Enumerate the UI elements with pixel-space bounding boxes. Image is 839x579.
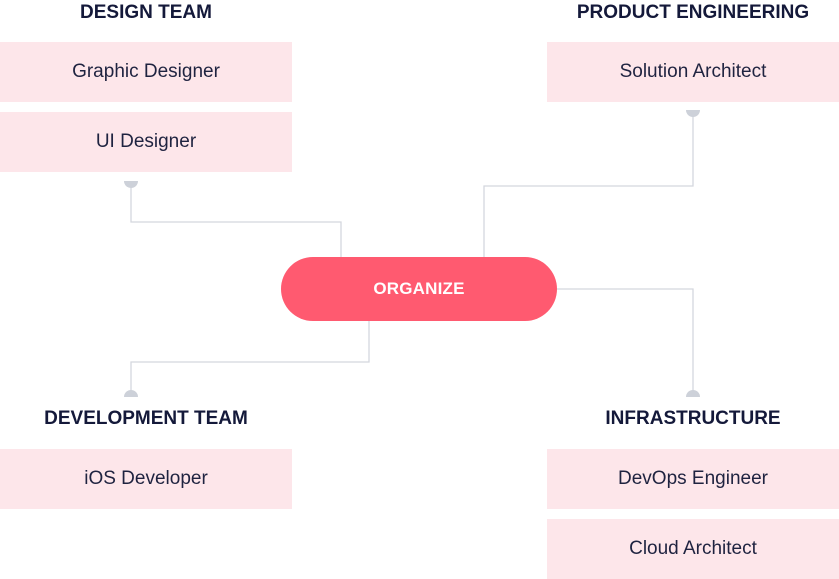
role-label: DevOps Engineer xyxy=(618,468,768,489)
connector-infrastructure xyxy=(557,288,694,393)
role-label: UI Designer xyxy=(95,131,197,152)
role-graphic-designer[interactable]: Graphic Designer xyxy=(0,42,292,102)
role-ui-designer[interactable]: UI Designer xyxy=(0,112,292,172)
connector-design xyxy=(130,186,342,257)
role-ios-developer[interactable]: iOS Developer xyxy=(0,449,292,509)
development-team-title: DEVELOPMENT TEAM xyxy=(44,408,248,429)
role-cloud-architect[interactable]: Cloud Architect xyxy=(547,519,839,579)
role-label: iOS Developer xyxy=(84,468,208,489)
connector-product xyxy=(483,114,694,257)
product-engineering-title: PRODUCT ENGINEERING xyxy=(576,2,810,23)
connector-end-dot-development xyxy=(124,390,138,397)
role-label: Solution Architect xyxy=(619,61,767,82)
connector-development xyxy=(130,321,370,393)
center-label: ORGANIZE xyxy=(373,279,465,298)
role-label: Graphic Designer xyxy=(72,61,220,82)
role-solution-architect[interactable]: Solution Architect xyxy=(547,42,839,102)
design-team-title: DESIGN TEAM xyxy=(80,2,212,23)
role-devops-engineer[interactable]: DevOps Engineer xyxy=(547,449,839,509)
organize-center-node[interactable]: ORGANIZE xyxy=(281,257,557,321)
infrastructure-title: INFRASTRUCTURE xyxy=(605,408,781,429)
connector-end-dot-design xyxy=(124,181,138,188)
connector-end-dot-product xyxy=(686,110,700,117)
connector-end-dot-infrastructure xyxy=(686,390,700,397)
role-label: Cloud Architect xyxy=(629,538,757,559)
